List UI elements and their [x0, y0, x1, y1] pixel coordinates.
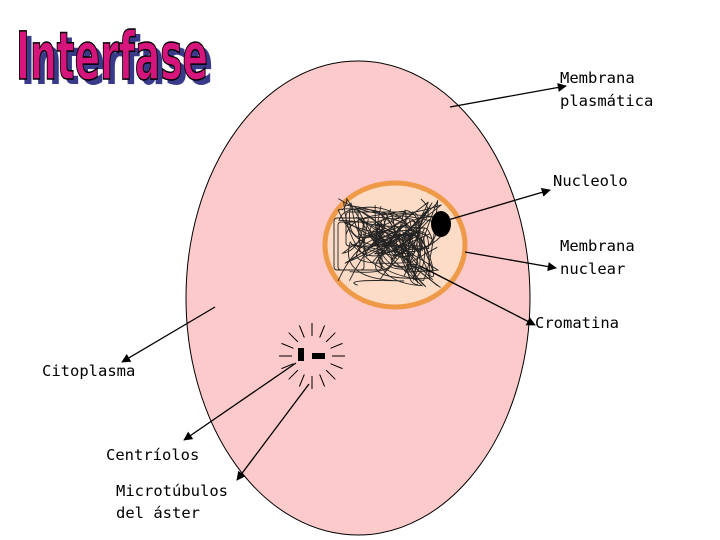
aster-ray — [298, 325, 305, 338]
label-microtubulos-2: del áster — [116, 504, 200, 522]
title: Interfase — [16, 18, 208, 95]
label-citoplasma: Citoplasma — [42, 362, 135, 380]
label-nucleolo: Nucleolo — [553, 172, 628, 190]
title-group: Interfase Interfase — [15, 17, 213, 100]
label-membrana-plasmatica-2: plasmática — [560, 92, 653, 110]
arrow-membrana-nuclear — [464, 251, 557, 272]
nucleolus — [431, 211, 451, 237]
chromatin-strand — [386, 202, 438, 281]
centrosome — [279, 323, 345, 389]
aster-ray — [281, 363, 294, 370]
centriole-horizontal — [312, 353, 325, 359]
chromatin-strand — [345, 215, 438, 250]
label-microtubulos-1: Microtúbulos — [116, 482, 228, 500]
chromatin-strand — [375, 198, 429, 268]
label-membrana-nuclear-2: nuclear — [560, 260, 625, 278]
chromatin-strand — [349, 201, 429, 280]
arrow-cromatina — [419, 265, 536, 326]
chromatin-strand — [402, 202, 435, 258]
chromatin-strand — [348, 218, 431, 286]
chromatin-loop — [333, 217, 365, 271]
chromatin-strand — [379, 200, 439, 281]
aster-ray — [319, 325, 326, 338]
label-centriolos: Centríolos — [106, 446, 199, 464]
arrow-citoplasma — [121, 306, 216, 363]
pointer-arrows — [121, 82, 567, 481]
centriole-vertical — [298, 348, 304, 361]
aster-ray — [319, 374, 326, 387]
chromatin-strand — [343, 201, 419, 286]
aster-ray — [298, 374, 305, 387]
chromatin-loop — [345, 211, 407, 247]
aster-ray — [281, 342, 294, 349]
aster-ray — [330, 342, 343, 349]
label-membrana-plasmatica-1: Membrana — [560, 69, 635, 87]
title-shadow: Interfase — [21, 23, 213, 100]
aster-ray — [288, 369, 299, 380]
arrow-membrana-plasmatica — [449, 82, 567, 108]
arrow-microtubulos — [236, 383, 310, 481]
label-cromatina: Cromatina — [535, 314, 619, 332]
aster-ray — [325, 332, 336, 343]
aster-microtubules — [279, 323, 345, 389]
chromatin — [333, 197, 442, 288]
arrow-centriolos — [183, 362, 297, 441]
aster-ray — [330, 363, 343, 370]
aster-ray — [288, 332, 299, 343]
arrow-nucleolo — [447, 187, 551, 221]
label-membrana-nuclear-1: Membrana — [560, 237, 635, 255]
aster-ray — [325, 369, 336, 380]
